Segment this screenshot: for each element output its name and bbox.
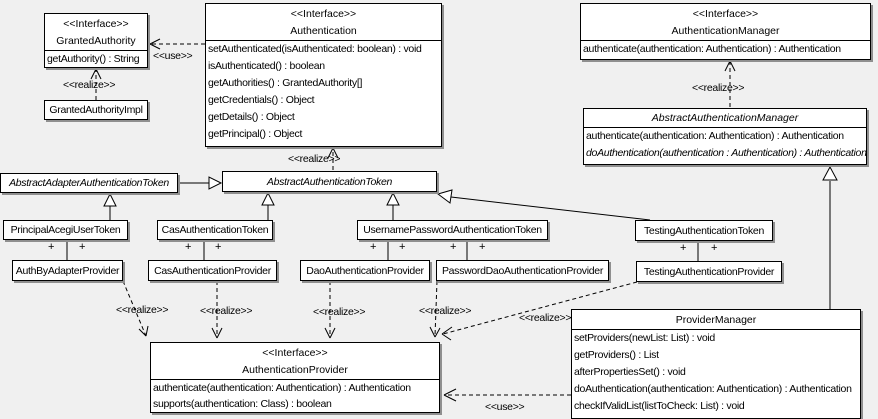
class-abstract-adapter-authentication-token[interactable]: AbstractAdapterAuthenticationToken xyxy=(0,173,178,193)
class-name: AbstractAuthenticationManager xyxy=(651,112,799,124)
class-name: AuthenticationManager xyxy=(671,25,780,37)
method: authenticate(authentication: Authenticat… xyxy=(586,130,844,142)
assoc-plus: + xyxy=(711,242,718,254)
class-name: GrantedAuthorityImpl xyxy=(49,104,143,116)
edge-use-providermanager-authenticationprovider[interactable] xyxy=(443,388,571,402)
class-name: GrantedAuthority xyxy=(56,35,136,47)
method: getCredentials() : Object xyxy=(208,94,315,106)
class-cas-authentication-provider[interactable]: CasAuthenticationProvider xyxy=(148,260,277,281)
class-name: CasAuthenticationToken xyxy=(161,224,269,236)
class-username-password-authentication-token[interactable]: UsernamePasswordAuthenticationToken xyxy=(357,220,548,240)
edge-realize-casauthenticationprovider[interactable] xyxy=(211,281,223,339)
class-auth-by-adapter-provider[interactable]: AuthByAdapterProvider xyxy=(12,260,123,281)
class-granted-authority-impl[interactable]: GrantedAuthorityImpl xyxy=(44,100,148,120)
edge-label-realize: <<realize>> xyxy=(200,305,253,317)
assoc-plus: + xyxy=(215,241,222,253)
edge-gen-testingauthenticationtoken[interactable] xyxy=(436,189,651,221)
assoc-plus: + xyxy=(479,241,486,253)
edge-label-realize: <<realize>> xyxy=(313,306,366,318)
class-name: TestingAuthenticationToken xyxy=(643,224,765,237)
edge-label-realize: <<realize>> xyxy=(116,304,169,316)
method: supports(authentication: Class) : boolea… xyxy=(153,398,332,410)
class-dao-authentication-provider[interactable]: DaoAuthenticationProvider xyxy=(300,260,430,281)
class-name: CasAuthenticationProvider xyxy=(154,264,271,277)
method: getPrincipal() : Object xyxy=(208,128,303,140)
class-name: AbstractAuthenticationToken xyxy=(266,175,393,188)
stereotype-label: <<Interface>> xyxy=(290,8,357,20)
class-cas-authentication-token[interactable]: CasAuthenticationToken xyxy=(157,220,273,240)
assoc-plus: + xyxy=(185,241,192,253)
edge-gen-abstractadapter-abstracttoken[interactable] xyxy=(178,176,223,190)
method: setProviders(newList: List) : void xyxy=(574,332,715,344)
assoc-plus: + xyxy=(370,241,377,253)
edge-label-realize: <<realize>> xyxy=(419,305,472,317)
class-name: UsernamePasswordAuthenticationToken xyxy=(363,224,542,236)
class-name: PrincipalAcegiUserToken xyxy=(10,224,121,236)
class-authentication-manager[interactable]: <<Interface>> AuthenticationManager auth… xyxy=(580,3,871,60)
edge-label-realize: <<realize>> xyxy=(692,82,745,94)
method: isAuthenticated() : boolean xyxy=(208,60,325,72)
stereotype-label: <<Interface>> xyxy=(63,18,129,30)
method: authenticate(authentication: Authenticat… xyxy=(583,43,841,55)
edge-realize-passworddaoauthenticationprovider[interactable] xyxy=(429,280,441,338)
class-testing-authentication-token[interactable]: TestingAuthenticationToken xyxy=(635,220,773,241)
class-abstract-authentication-token[interactable]: AbstractAuthenticationToken xyxy=(222,171,437,192)
method: doAuthentication(authentication: Authent… xyxy=(574,383,852,395)
edge-realize-grantedauthorityimpl[interactable] xyxy=(90,68,102,100)
assoc-plus: + xyxy=(450,241,457,253)
edge-realize-daoauthenticationprovider[interactable] xyxy=(324,281,336,339)
assoc-plus: + xyxy=(680,242,687,254)
class-principal-acegi-user-token[interactable]: PrincipalAcegiUserToken xyxy=(3,220,128,240)
method: afterPropertiesSet() : void xyxy=(574,366,686,378)
edge-realize-authbyadapterprovider[interactable] xyxy=(122,280,149,337)
class-abstract-authentication-manager[interactable]: AbstractAuthenticationManager authentica… xyxy=(583,108,867,165)
class-name: TestingAuthenticationProvider xyxy=(643,265,775,278)
edge-gen-usernamepasswordtoken[interactable] xyxy=(386,191,400,220)
edge-label-realize: <<realize>> xyxy=(63,79,116,91)
method: setAuthenticated(isAuthenticated: boolea… xyxy=(208,43,422,55)
edge-label-realize: <<realize>> xyxy=(288,153,341,165)
edge-realize-testingauthenticationprovider[interactable] xyxy=(441,281,638,341)
stereotype-label: <<Interface>> xyxy=(262,347,328,359)
class-name: ProviderManager xyxy=(675,314,757,326)
class-authentication-provider[interactable]: <<Interface>> AuthenticationProvider aut… xyxy=(150,342,440,413)
edge-use-authentication-grantedauthority[interactable] xyxy=(149,38,205,50)
method: getAuthority() : String xyxy=(47,53,140,65)
class-name: PasswordDaoAuthenticationProvider xyxy=(441,264,604,277)
class-password-dao-authentication-provider[interactable]: PasswordDaoAuthenticationProvider xyxy=(436,260,609,281)
class-name: AuthByAdapterProvider xyxy=(15,264,120,277)
class-granted-authority[interactable]: <<Interface>> GrantedAuthority getAuthor… xyxy=(44,13,148,68)
method: getAuthorities() : GrantedAuthority[] xyxy=(208,77,363,89)
assoc-plus: + xyxy=(48,241,55,253)
edge-label-use: <<use>> xyxy=(153,50,193,62)
method: checkIfValidList(listToCheck: List) : vo… xyxy=(574,400,745,412)
assoc-plus: + xyxy=(399,241,406,253)
edge-gen-principalacegiusertoken[interactable] xyxy=(103,192,117,220)
stereotype-label: <<Interface>> xyxy=(692,8,759,20)
edge-label-use: <<use>> xyxy=(485,401,525,413)
class-provider-manager[interactable]: ProviderManager setProviders(newList: Li… xyxy=(571,309,861,419)
edge-gen-casauthenticationtoken[interactable] xyxy=(261,191,275,220)
edge-realize-abstractauthenticationmanager[interactable] xyxy=(724,60,736,107)
assoc-plus: + xyxy=(79,241,86,253)
edge-label-realize: <<realize>> xyxy=(519,312,572,324)
class-name: Authentication xyxy=(290,25,357,37)
method: getDetails() : Object xyxy=(208,111,295,123)
method: getProviders() : List xyxy=(574,349,659,361)
edge-realize-abstractauthenticationtoken[interactable] xyxy=(327,147,339,170)
method: authenticate(authentication: Authenticat… xyxy=(153,382,411,394)
class-testing-authentication-provider[interactable]: TestingAuthenticationProvider xyxy=(636,261,782,282)
edge-gen-providermanager[interactable] xyxy=(822,165,838,309)
class-name: DaoAuthenticationProvider xyxy=(306,264,424,277)
class-authentication[interactable]: <<Interface>> Authentication setAuthenti… xyxy=(205,3,442,147)
method-abstract: doAuthentication(authentication : Authen… xyxy=(586,147,867,159)
class-name: AbstractAdapterAuthenticationToken xyxy=(9,177,169,189)
class-name: AuthenticationProvider xyxy=(242,364,348,376)
